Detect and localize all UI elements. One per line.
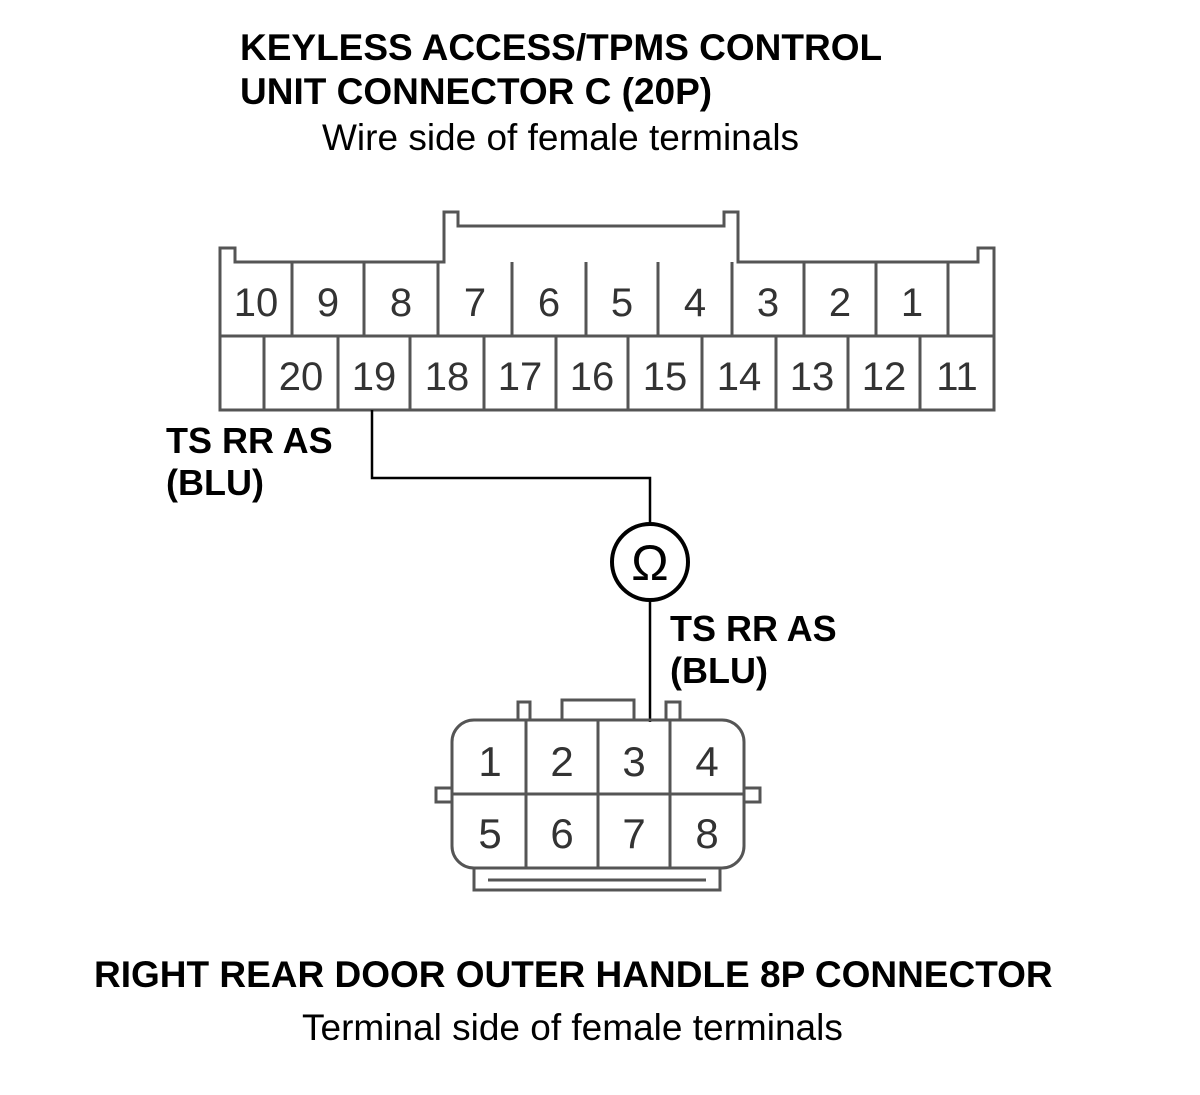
terminal-8p-2: 2 [550, 738, 573, 785]
terminal-c-5: 5 [611, 281, 633, 325]
connector-8p-title: RIGHT REAR DOOR OUTER HANDLE 8P CONNECTO… [94, 954, 1053, 995]
connector-c-20p [218, 210, 996, 412]
connector-c-subtitle: Wire side of female terminals [322, 117, 800, 158]
terminal-8p-6: 6 [550, 810, 573, 857]
terminal-8p-1: 1 [478, 738, 501, 785]
terminal-8p-8: 8 [695, 810, 718, 857]
connector-c-row1-dividers [290, 262, 950, 336]
terminal-c-10: 10 [234, 281, 279, 325]
terminal-c-13: 13 [790, 355, 835, 399]
wire-8p-label-line1: TS RR AS [670, 608, 837, 649]
terminal-c-7: 7 [464, 281, 486, 325]
terminal-8p-5: 5 [478, 810, 501, 857]
terminal-c-18: 18 [425, 355, 470, 399]
connector-8p [434, 698, 762, 892]
terminal-c-15: 15 [643, 355, 688, 399]
connector-8p-subtitle: Terminal side of female terminals [302, 1007, 843, 1048]
connector-8p-bottom-rail [472, 868, 722, 892]
wire-8p-label-line2: (BLU) [670, 650, 768, 691]
terminal-8p-3: 3 [622, 738, 645, 785]
terminal-c-4: 4 [684, 281, 706, 325]
ohm-icon: Ω [631, 535, 668, 591]
terminal-c-8: 8 [390, 281, 412, 325]
connector-8p-terminal-numbers: 1 2 3 4 5 6 7 8 [478, 738, 718, 857]
wire-c-to-meter [370, 410, 652, 530]
terminal-c-14: 14 [717, 355, 762, 399]
wire-c-label-line1: TS RR AS [166, 420, 333, 461]
terminal-8p-7: 7 [622, 810, 645, 857]
ohmmeter-symbol: Ω [610, 522, 690, 602]
terminal-c-12: 12 [862, 355, 907, 399]
terminal-c-11: 11 [936, 355, 978, 399]
connector-8p-latch [560, 698, 636, 720]
terminal-c-20: 20 [279, 355, 324, 399]
terminal-c-1: 1 [901, 281, 923, 325]
connector-8p-tab-left [434, 786, 454, 804]
connector-c-row2-dividers [262, 336, 922, 410]
connector-8p-tab-right [742, 786, 762, 804]
connector-c-terminal-numbers: 10 9 8 7 6 5 4 3 2 1 20 19 18 17 16 15 1… [234, 281, 978, 399]
terminal-c-19: 19 [352, 355, 397, 399]
terminal-c-3: 3 [757, 281, 779, 325]
connector-c-title-line1: KEYLESS ACCESS/TPMS CONTROL [240, 27, 883, 68]
terminal-c-16: 16 [570, 355, 615, 399]
terminal-c-6: 6 [538, 281, 560, 325]
terminal-8p-4: 4 [695, 738, 718, 785]
wire-c-label-line2: (BLU) [166, 462, 264, 503]
connector-8p-post-left [516, 700, 532, 720]
connector-8p-post-right [664, 700, 682, 720]
terminal-c-9: 9 [317, 281, 339, 325]
terminal-c-17: 17 [498, 355, 543, 399]
terminal-c-2: 2 [829, 281, 851, 325]
connector-c-title-line2: UNIT CONNECTOR C (20P) [240, 71, 713, 112]
connector-c-outline [218, 210, 996, 412]
